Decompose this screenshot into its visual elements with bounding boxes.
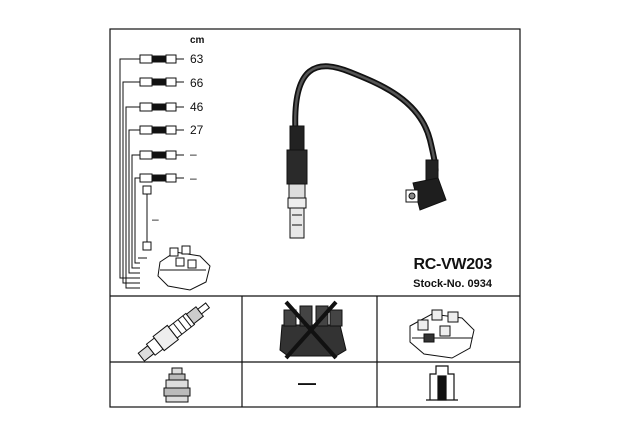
spark-plug-icon: [137, 302, 211, 362]
cable-length-5: –: [190, 147, 197, 161]
ignition-coil-icon: [409, 309, 475, 359]
mini-distributor-cap: [157, 245, 211, 291]
straight-plug-boot: [286, 125, 308, 239]
cable-connector-5: [139, 150, 184, 160]
cable-connector-7: [142, 185, 152, 251]
cable-length-6: –: [190, 171, 197, 185]
cable-length-4: 27: [190, 123, 204, 137]
plug-terminal-icon: [163, 367, 191, 403]
cable-length-diagram: [119, 54, 211, 291]
stock-number: Stock-No. 0934: [413, 278, 492, 290]
cable-length-2: 66: [190, 76, 204, 90]
product-model: RC-VW203: [413, 256, 492, 273]
cable-length-3: 46: [190, 100, 204, 114]
distributor-cap-crossed-icon: [279, 300, 347, 360]
coil-terminal-profile-icon: [426, 365, 458, 401]
length-unit-label: cm: [190, 35, 205, 46]
cable-connector-66: [139, 77, 184, 87]
cable-connector-63: [139, 54, 184, 64]
rotor-not-applicable-dash: —: [298, 373, 316, 393]
cable-length-1: 63: [190, 52, 204, 66]
frame: [109, 28, 521, 408]
cable-connector-46: [139, 102, 184, 112]
cable-length-7: –: [152, 212, 159, 226]
main-ignition-cable: [286, 63, 447, 239]
cable-connector-27: [139, 125, 184, 135]
angled-plug-boot: [405, 159, 447, 211]
cable-connector-6: [139, 173, 184, 183]
